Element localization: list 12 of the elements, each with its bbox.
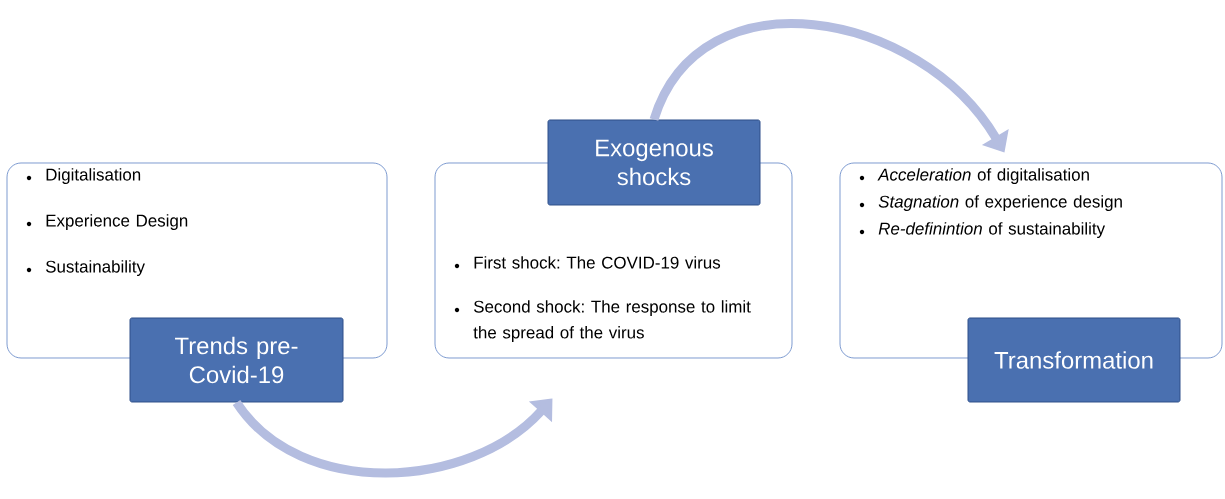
list-item: Sustainability (46, 260, 145, 276)
label-box: Trends pre-Covid-19 (129, 317, 344, 403)
list-item: Stagnation of experience design (878, 195, 1122, 211)
list-item: Digitalisation (46, 168, 141, 184)
label-box: Transformation (967, 317, 1181, 403)
curved-arrow (233, 398, 553, 478)
list-item: Re-definintion of sustainability (878, 222, 1106, 238)
list-item: Experience Design (46, 214, 188, 230)
list-item: First shock: The COVID-19 virus (474, 256, 721, 269)
label-box: Exogenous shocks (547, 119, 761, 206)
list-item: Second shock: The response to limit the spread of the virus (473, 300, 751, 342)
list-item: Acceleration of digitalisation (877, 168, 1089, 184)
